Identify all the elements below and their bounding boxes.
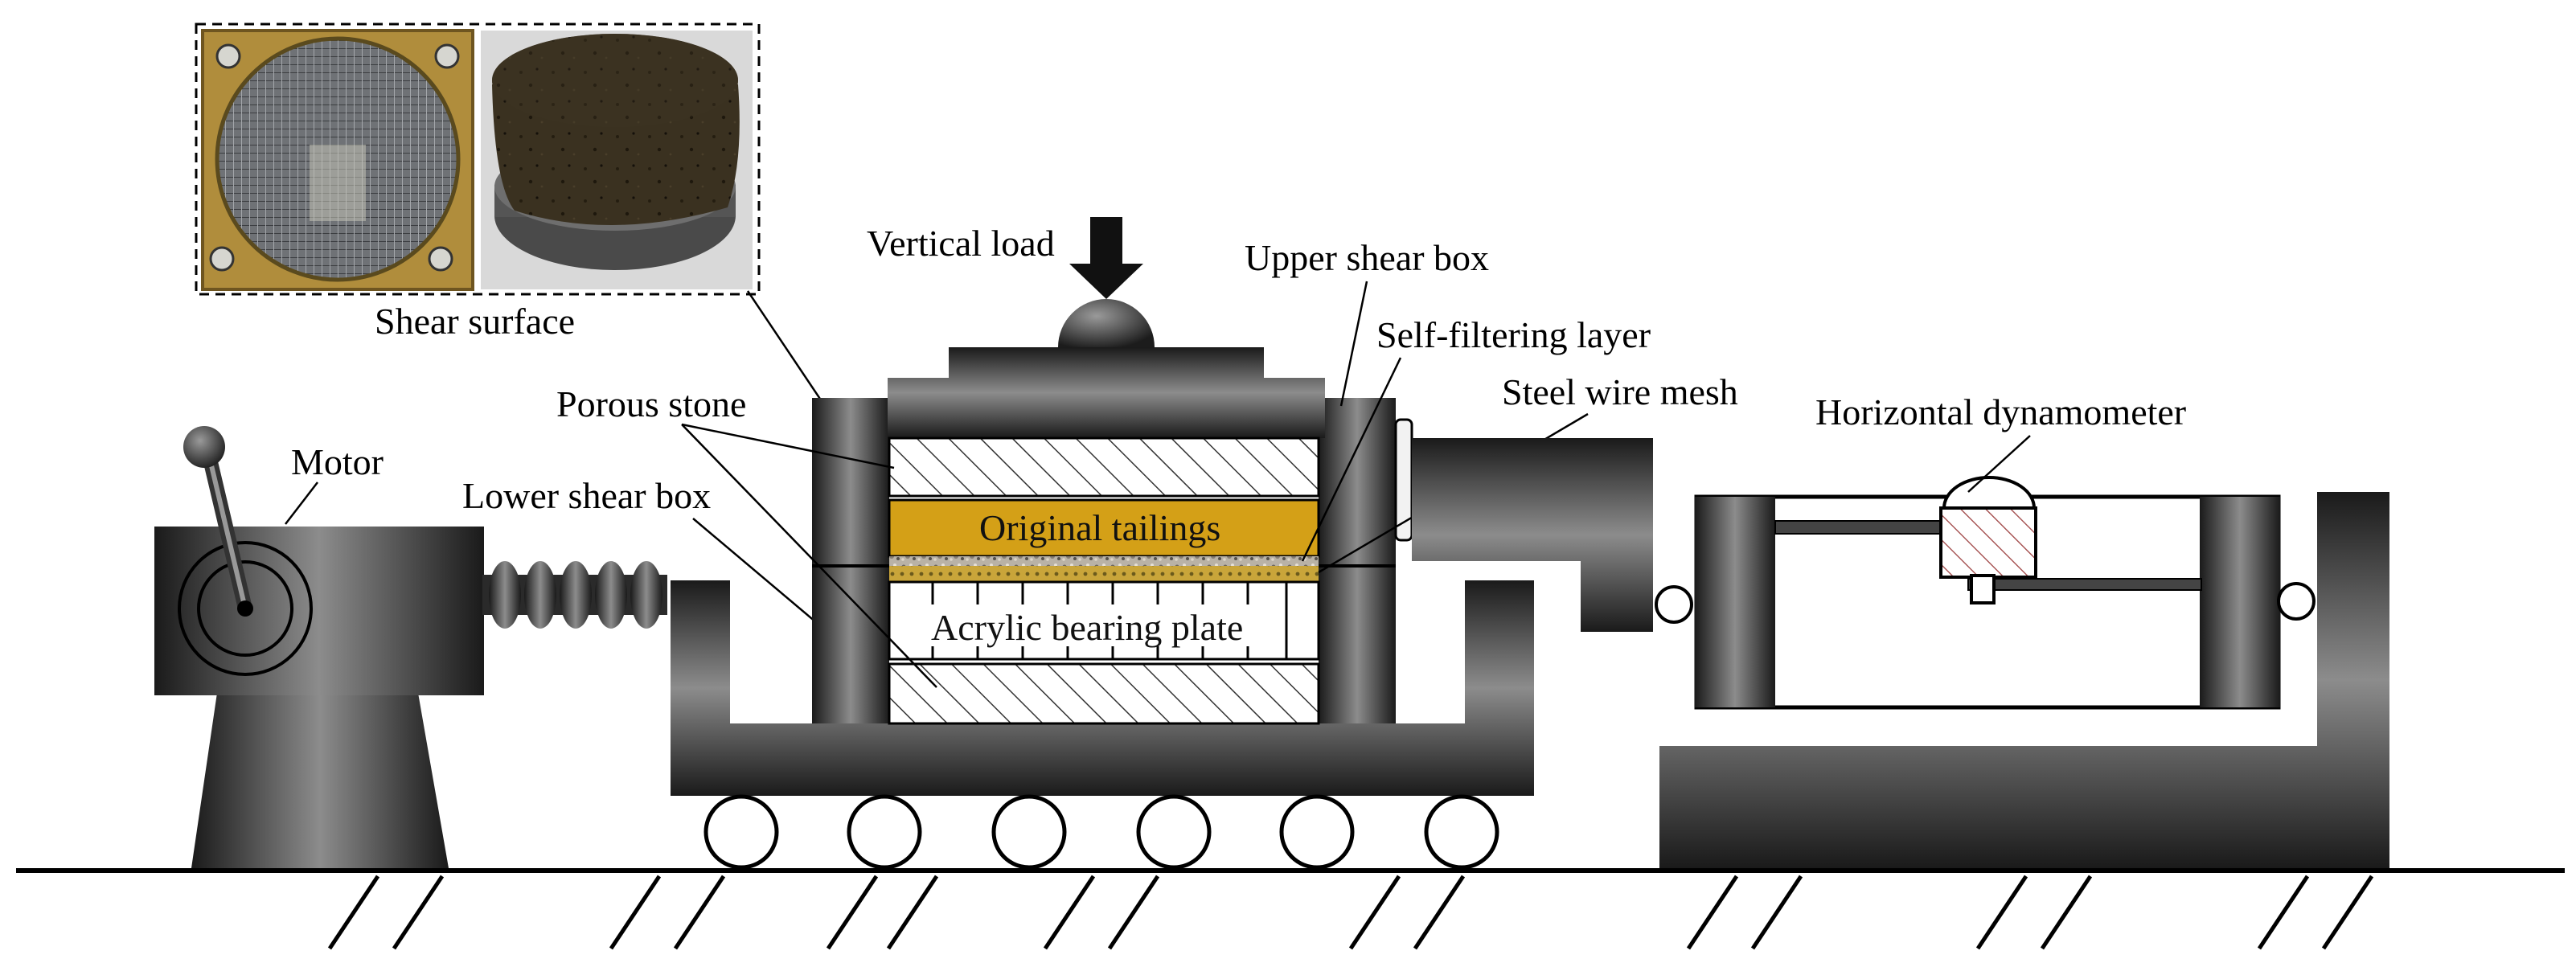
acrylic-bearing-plate-label: Acrylic bearing plate [931,607,1243,648]
ground [16,868,2565,950]
self-filtering-layer-label: Self-filtering layer [1376,314,1651,355]
upper-shear-box-label: Upper shear box [1245,237,1489,278]
worm-screw [482,561,667,629]
tailings-sample-photo-icon [481,31,753,289]
lower-carriage [671,580,1534,870]
shear-surface-inset [195,23,761,296]
acrylic-label-bg [926,604,1280,646]
steel-wire-mesh-label: Steel wire mesh [1502,371,1738,412]
pin-joint-left [1655,585,1693,624]
down-arrow-icon [1069,217,1143,299]
pin-joint-right [2277,582,2316,621]
horizontal-dynamometer-leader [1967,435,2031,493]
motor-label: Motor [291,441,384,482]
push-arm [1412,438,1653,632]
wire-mesh-photo-icon [201,29,474,291]
porous-stone-label: Porous stone [556,383,746,424]
shear-box [812,299,1413,725]
porous-stone-leader-lower [681,424,937,688]
porous-stone-leader-upper [681,423,895,469]
shear-surface-label: Shear surface [375,301,575,342]
motor [154,426,484,868]
self-filtering-layer-leader [1301,357,1402,562]
horizontal-dynamometer-label: Horizontal dynamometer [1815,391,2186,432]
upper-shear-box-leader [1339,281,1368,407]
lower-shear-box-label: Lower shear box [462,475,711,516]
original-tailings-label: Original tailings [979,507,1220,548]
horizontal-dynamometer [1939,476,2037,604]
vertical-load-label: Vertical load [867,223,1055,264]
motor-leader [285,482,318,525]
